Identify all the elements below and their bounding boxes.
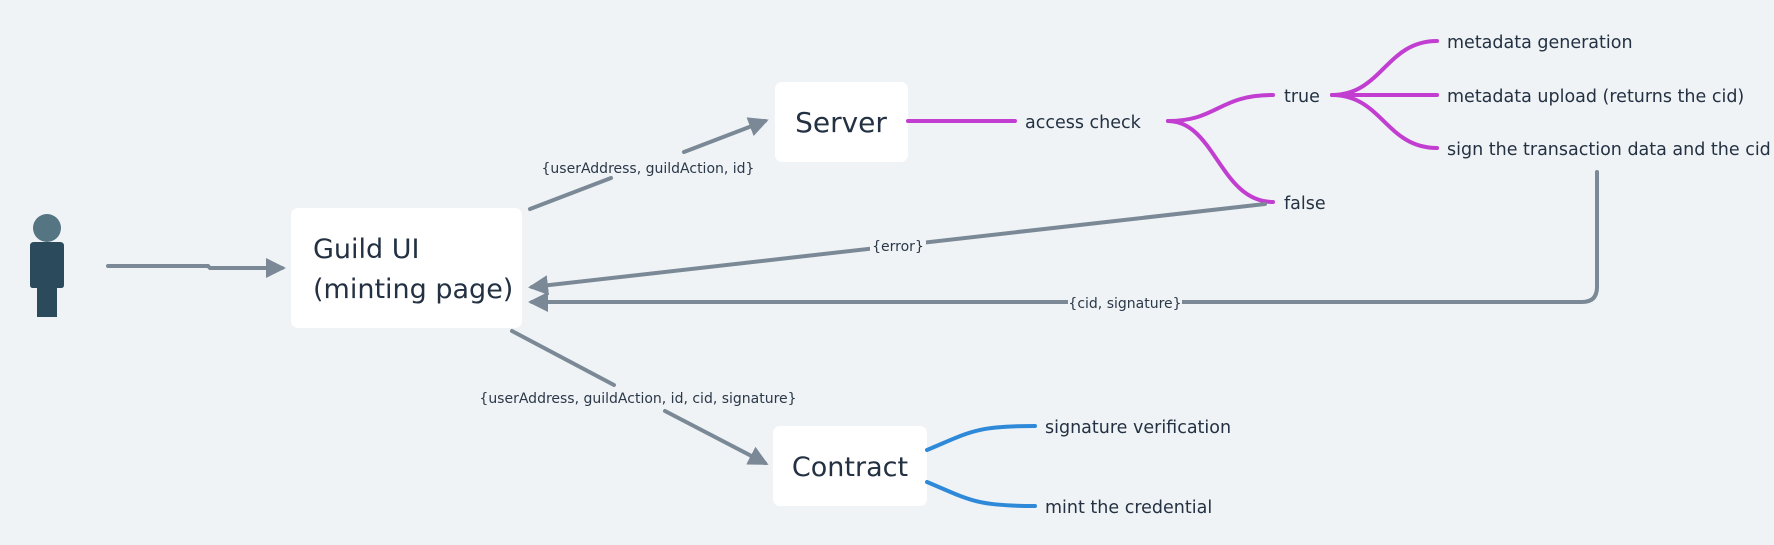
false-label: false [1284, 194, 1326, 214]
arrow-guild-ui-to-server [528, 121, 765, 211]
guild-ui-label-line1: Guild UI [313, 234, 419, 265]
edge-label-error-bg [870, 234, 926, 256]
metadata-generation-label: metadata generation [1447, 33, 1633, 53]
person-icon [30, 214, 64, 317]
access-check-to-true-line [1166, 93, 1275, 123]
mint-credential-label: mint the credential [1045, 498, 1212, 518]
arrow-sign-to-guild-ui [528, 170, 1599, 312]
person-icon-body [30, 242, 64, 317]
guild-ui-node: Guild UI (minting page) [291, 208, 522, 328]
contract-to-signature-verification-line [925, 424, 1037, 452]
server-branch-lines [906, 39, 1439, 204]
signature-verification-label: signature verification [1045, 418, 1231, 438]
edge-label-to-server: {userAddress, guildAction, id} [542, 161, 755, 177]
edge-label-to-contract: {userAddress, guildAction, id, cid, sign… [479, 391, 796, 407]
sign-transaction-label: sign the transaction data and the cid [1447, 140, 1771, 160]
metadata-upload-label: metadata upload (returns the cid) [1447, 87, 1744, 107]
person-icon-head [33, 214, 61, 242]
access-check-label: access check [1025, 113, 1142, 133]
true-label: true [1284, 87, 1320, 107]
contract-branch-lines [925, 424, 1037, 508]
true-to-sign-transaction-line [1330, 93, 1439, 150]
contract-label: Contract [792, 452, 908, 483]
arrow-user-to-guild-ui [106, 258, 286, 278]
edge-label-cid-signature: {cid, signature} [1068, 296, 1181, 312]
server-node: Server [775, 82, 908, 162]
server-label: Server [795, 106, 887, 139]
edge-label-cid-signature-bg [1068, 291, 1182, 313]
access-check-to-false-line [1166, 119, 1275, 204]
contract-node: Contract [773, 426, 927, 506]
contract-to-mint-line [925, 480, 1037, 508]
true-to-metadata-generation-line [1330, 39, 1439, 97]
guild-ui-label-line2: (minting page) [313, 274, 513, 305]
edge-label-error: {error} [872, 239, 924, 255]
arrow-guild-ui-to-contract [510, 329, 765, 463]
